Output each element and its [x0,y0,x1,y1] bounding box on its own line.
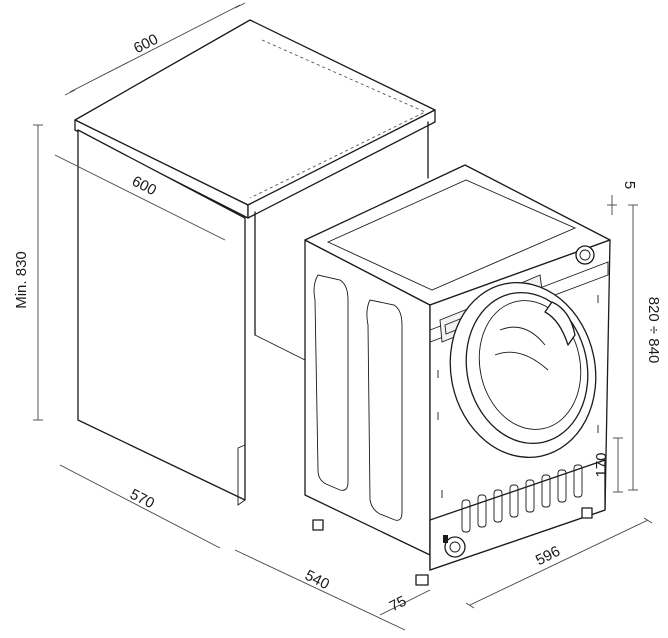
label-machine-width: 596 [533,543,563,570]
label-cabinet-height: Min. 830 [13,251,30,309]
drain-filter-icon [443,535,466,558]
program-knob-icon [575,245,595,265]
glass-reflection-2 [494,351,549,371]
washing-machine [304,164,611,586]
worktop-side-edge [247,109,436,219]
label-plinth-height: 170 [593,452,610,477]
back-bottom-edge [254,334,306,361]
panel-notch [237,444,246,506]
label-machine-depth: 540 [302,567,332,594]
side-contour-2 [366,299,403,521]
machine-top-inset [326,179,577,291]
side-contour-1 [313,274,349,491]
kitchen-cabinet [74,19,436,506]
label-door-offset: 75 [387,593,410,616]
dimension-lines [33,2,653,631]
label-cabinet-top-width: 600 [131,31,161,58]
machine-feet [312,507,593,586]
worktop-dash-outline [249,39,427,199]
control-strip [429,261,609,343]
label-machine-height: 820 ÷ 840 [645,297,662,364]
door-porthole [449,281,597,459]
plinth-ribs [461,464,583,533]
glass-reflection-1 [499,326,546,346]
label-top-gap: 5 [621,181,638,189]
front-marks [437,295,599,498]
door-handle [544,301,576,346]
label-cabinet-depth: 570 [127,486,157,513]
